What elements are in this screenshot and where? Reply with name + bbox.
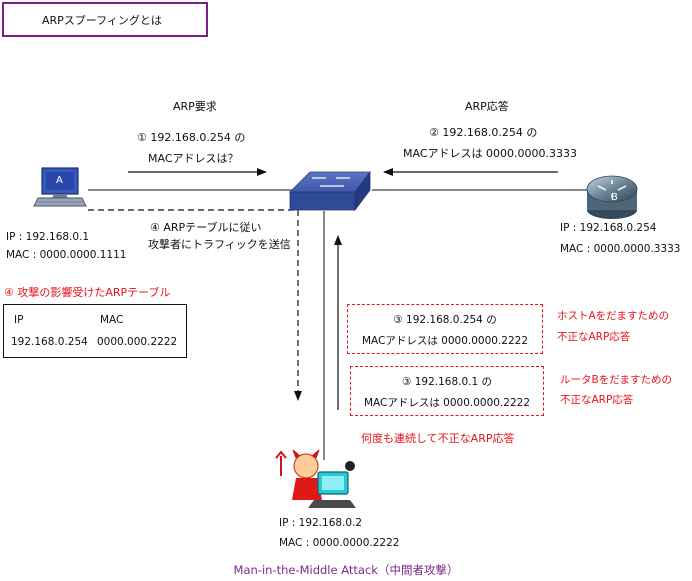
fake-reply-2-note1: ルータBをだますための <box>560 374 672 386</box>
switch-icon <box>289 170 371 212</box>
arp-table-row-ip: 192.168.0.254 <box>11 336 88 348</box>
fake-reply-box-1: ③ 192.168.0.254 の MACアドレスは 0000.0000.222… <box>347 304 543 354</box>
arp-table-heading: ④ 攻撃の影響受けたARPテーブル <box>4 286 171 299</box>
arp-request-line2: MACアドレスは？ <box>148 152 239 165</box>
arp-table-col-ip: IP <box>14 314 24 326</box>
host-a-ip: IP : 192.168.0.1 <box>6 231 90 243</box>
attacker-devil-icon <box>275 449 356 508</box>
arp-reply-heading: ARP応答 <box>465 100 509 113</box>
repeat-note: 何度も連続して不正なARP応答 <box>361 432 515 445</box>
host-a-mac: MAC : 0000.0000.1111 <box>6 249 127 261</box>
arp-request-heading: ARP要求 <box>173 100 217 113</box>
arp-reply-line1: ② 192.168.0.254 の <box>429 126 538 139</box>
step4-line2: 攻撃者にトラフィックを送信 <box>148 238 291 251</box>
arp-table-row-mac: 0000.000.2222 <box>97 336 178 348</box>
router-b-label: B <box>611 192 618 203</box>
fake-reply-2-line1: ③ 192.168.0.1 の <box>401 376 493 388</box>
host-a-label: A <box>56 175 63 186</box>
arp-table-col-mac: MAC <box>100 314 124 326</box>
step4-line1: ④ ARPテーブルに従い <box>150 221 262 234</box>
pc-icon <box>33 167 87 207</box>
caption: Man-in-the-Middle Attack（中間者攻撃） <box>233 563 459 577</box>
fake-reply-1-line2: MACアドレスは 0000.0000.2222 <box>361 335 529 347</box>
arp-table: IP MAC 192.168.0.254 0000.000.2222 <box>3 304 187 358</box>
attacker-mac: MAC : 0000.0000.2222 <box>279 537 400 549</box>
fake-reply-box-2: ③ 192.168.0.1 の MACアドレスは 0000.0000.2222 <box>350 366 544 416</box>
attacker-ip: IP : 192.168.0.2 <box>279 517 363 529</box>
fake-reply-2-note2: 不正なARP応答 <box>560 394 634 406</box>
title-box: ARPスプーフィングとは <box>2 2 208 37</box>
arp-reply-line2: MACアドレスは 0000.0000.3333 <box>403 147 577 160</box>
fake-reply-1-note1: ホストAをだますための <box>557 310 669 322</box>
fake-reply-1-note2: 不正なARP応答 <box>557 331 631 343</box>
arp-request-line1: ① 192.168.0.254 の <box>137 131 246 144</box>
router-icon <box>586 175 638 219</box>
page-title: ARPスプーフィングとは <box>42 13 162 27</box>
router-b-ip: IP : 192.168.0.254 <box>560 222 657 234</box>
fake-reply-2-line2: MACアドレスは 0000.0000.2222 <box>363 397 531 409</box>
router-b-mac: MAC : 0000.0000.3333 <box>560 243 681 255</box>
fake-reply-1-line1: ③ 192.168.0.254 の <box>393 314 497 326</box>
